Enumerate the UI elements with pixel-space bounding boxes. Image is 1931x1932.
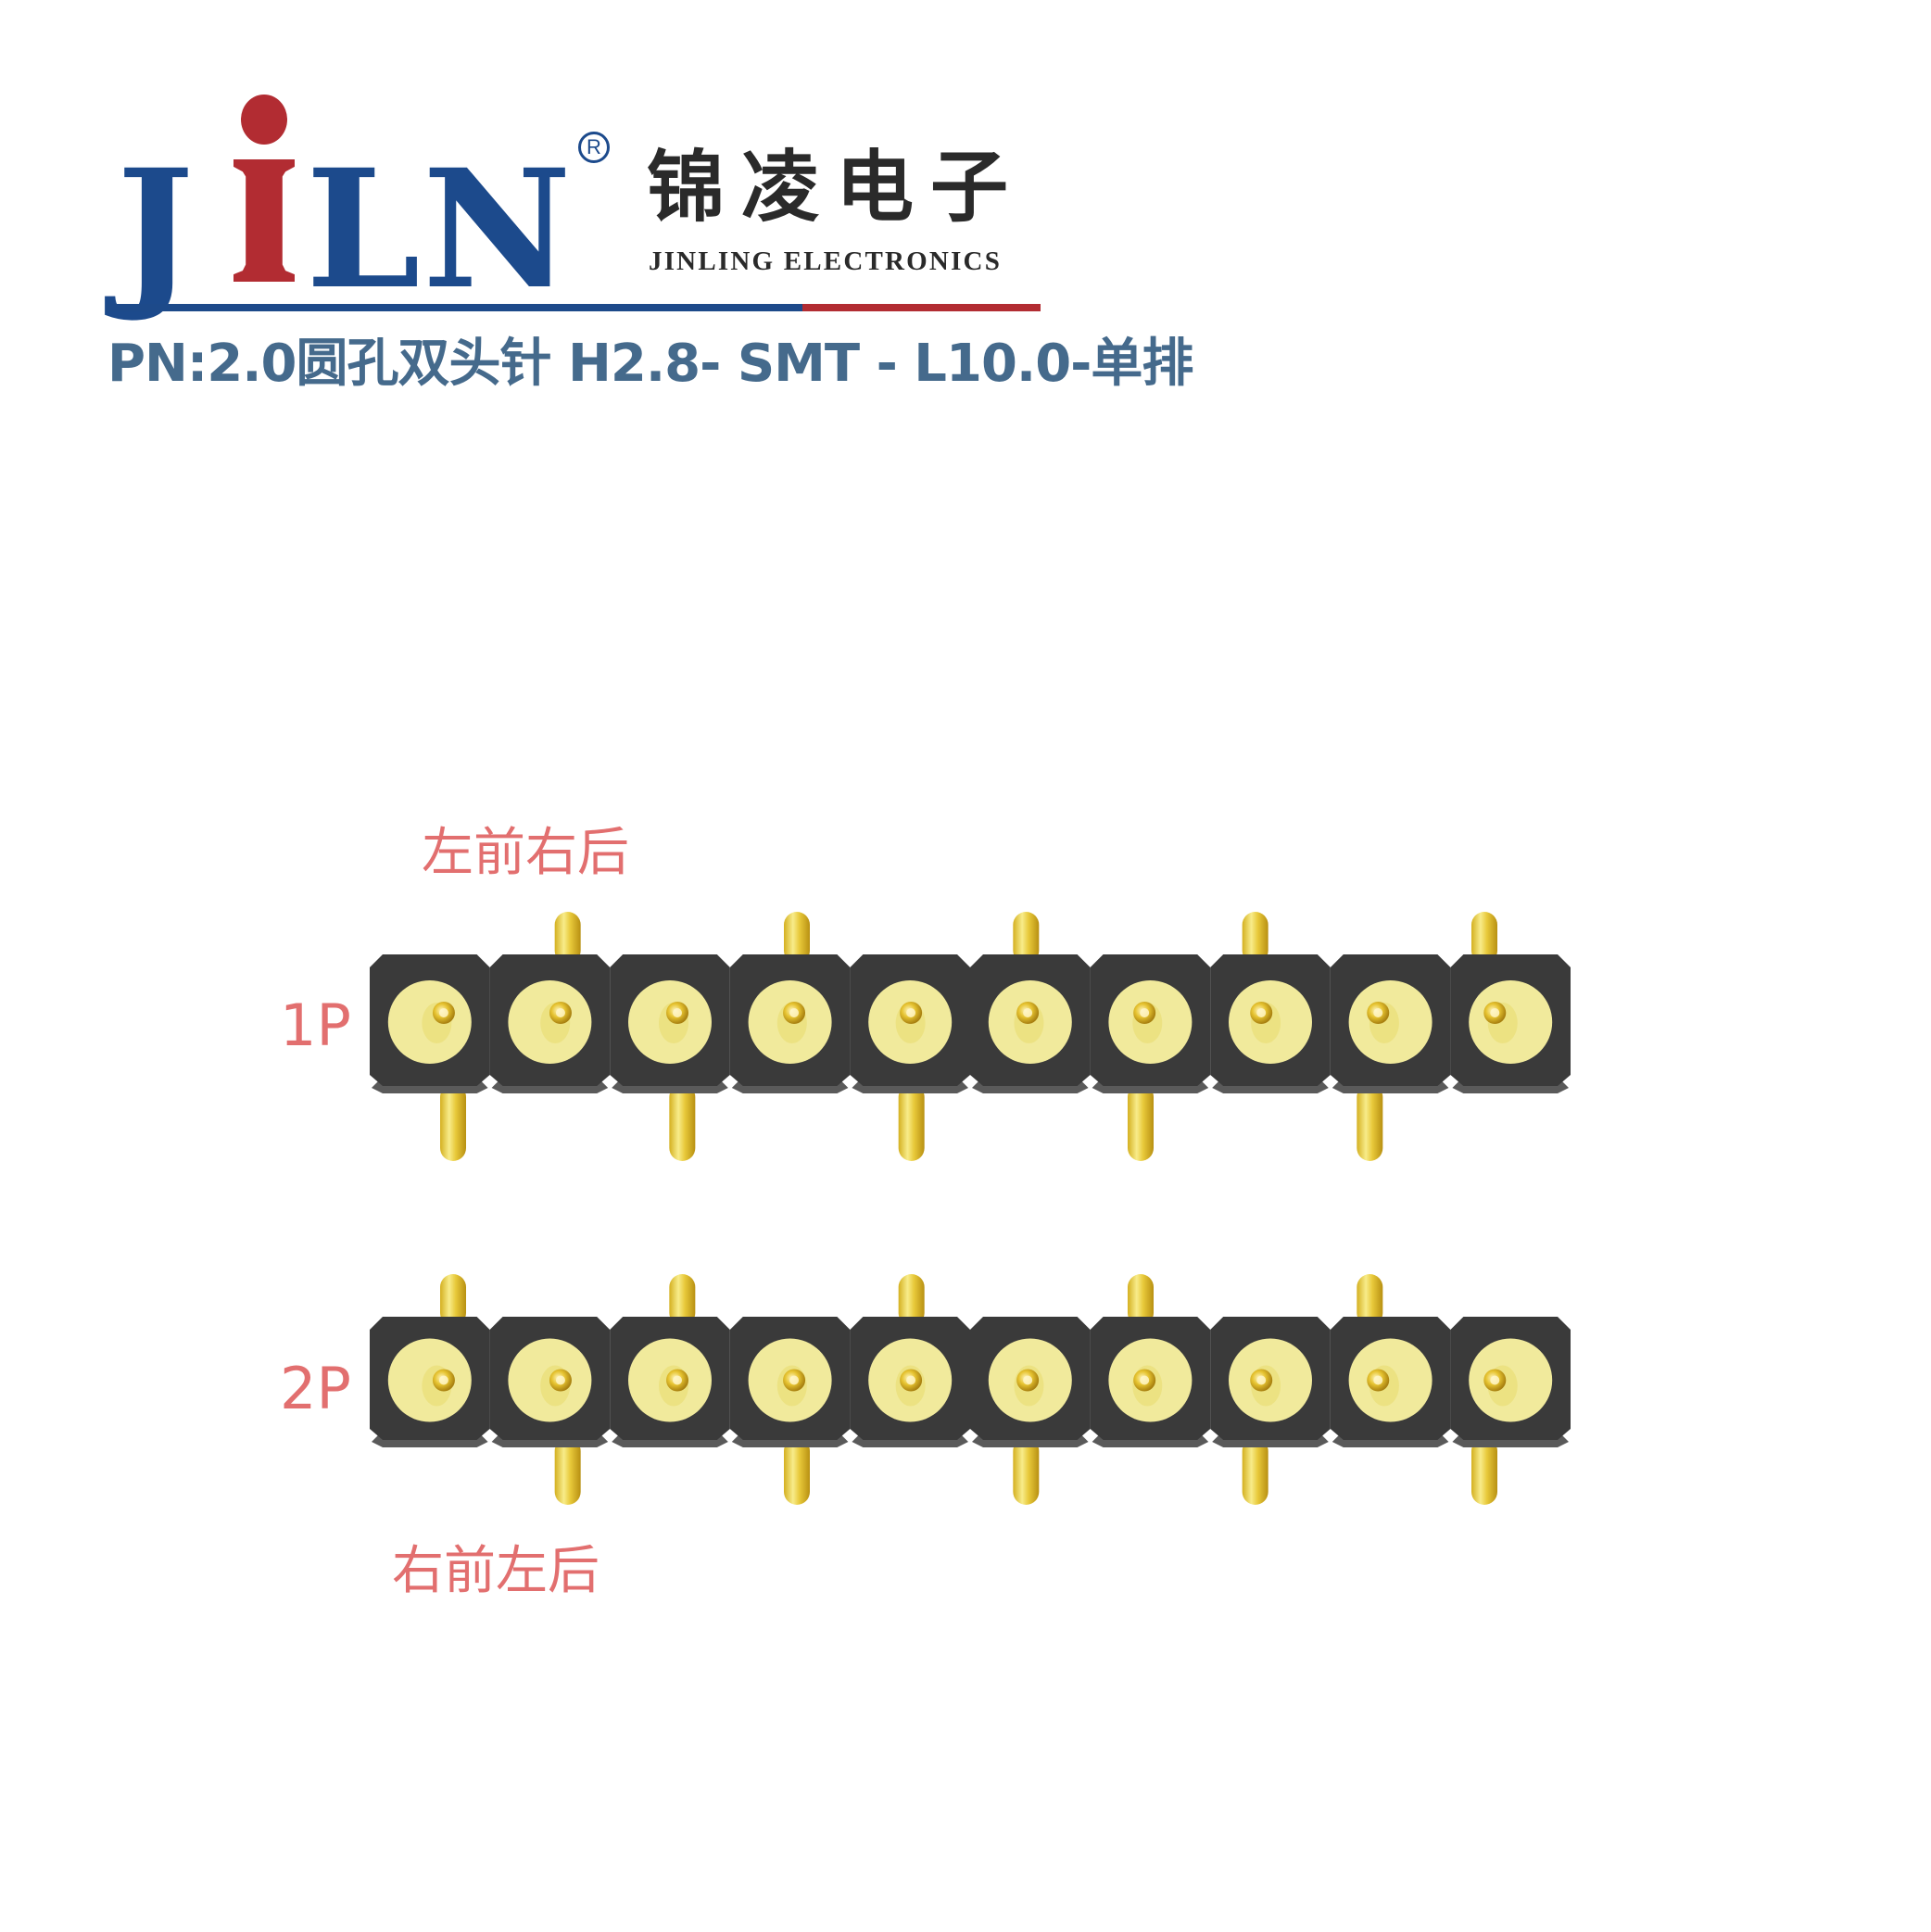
pin-lead-top: [898, 1274, 925, 1326]
pin-tip-highlight: [1023, 1375, 1033, 1385]
pin-tip-highlight: [1490, 1008, 1500, 1017]
registered-trademark-icon: R: [578, 132, 610, 163]
connector-row-2p: [370, 1274, 1571, 1505]
pin-tip-highlight: [1140, 1375, 1150, 1385]
pin-tip-highlight: [789, 1008, 800, 1017]
row1-label: 1P: [280, 991, 351, 1059]
pin-lead-bottom: [1242, 1438, 1268, 1505]
pin-lead-bottom: [554, 1438, 581, 1505]
header-rule-blue: [106, 304, 802, 311]
pin-lead-top: [1242, 912, 1268, 964]
logo-i-dot: [241, 95, 287, 145]
pin-tip-highlight: [1490, 1375, 1500, 1385]
pin-tip-highlight: [1256, 1008, 1267, 1017]
pin-tip-highlight: [673, 1375, 682, 1385]
row1-orientation-note: 左前右后: [422, 823, 629, 883]
pin-tip-highlight: [555, 1375, 565, 1385]
brand-name-english: JINLING ELECTRONICS: [649, 246, 1003, 276]
row2-orientation-note: 右前左后: [392, 1541, 599, 1601]
pin-lead-top: [1471, 912, 1497, 964]
brand-name-chinese: 锦凌电子: [647, 142, 1026, 233]
pin-lead-bottom: [440, 1084, 466, 1161]
pin-lead-top: [669, 1274, 696, 1326]
header-rule-red: [802, 304, 1041, 311]
pin-lead-bottom: [784, 1438, 810, 1505]
pin-lead-bottom: [898, 1084, 925, 1161]
pin-tip-highlight: [1256, 1375, 1267, 1385]
pin-tip-highlight: [438, 1008, 448, 1017]
part-number-title: PN:2.0圆孔双头针 H2.8- SMT - L10.0-单排: [107, 334, 1193, 394]
pin-lead-top: [1013, 912, 1040, 964]
pin-lead-bottom: [1471, 1438, 1497, 1505]
pin-tip-highlight: [438, 1375, 448, 1385]
pin-tip-highlight: [1023, 1008, 1033, 1017]
pin-tip-highlight: [1373, 1375, 1383, 1385]
pin-tip-highlight: [789, 1375, 800, 1385]
logo-letter-j: J: [117, 133, 195, 325]
logo-letter-i: [233, 159, 295, 282]
pin-lead-top: [440, 1274, 466, 1326]
pin-tip-highlight: [1140, 1008, 1150, 1017]
pin-lead-bottom: [669, 1084, 696, 1161]
pin-lead-top: [554, 912, 581, 964]
pin-lead-top: [784, 912, 810, 964]
row2-label: 2P: [280, 1355, 351, 1422]
logo-letter-l: L: [306, 133, 421, 325]
pin-lead-bottom: [1013, 1438, 1040, 1505]
pin-lead-bottom: [1128, 1084, 1154, 1161]
pin-tip-highlight: [673, 1008, 682, 1017]
pin-lead-bottom: [1357, 1084, 1383, 1161]
pin-tip-highlight: [906, 1008, 916, 1017]
pin-tip-highlight: [555, 1008, 565, 1017]
brand-logo: J L N R 锦凌电子 JINLING ELECTRONICS: [0, 0, 1112, 334]
connector-row-1p: [370, 912, 1571, 1161]
pin-tip-highlight: [906, 1375, 916, 1385]
pin-lead-top: [1128, 1274, 1154, 1326]
pin-lead-top: [1357, 1274, 1383, 1326]
logo-letter-n: N: [423, 133, 572, 325]
pin-tip-highlight: [1373, 1008, 1383, 1017]
